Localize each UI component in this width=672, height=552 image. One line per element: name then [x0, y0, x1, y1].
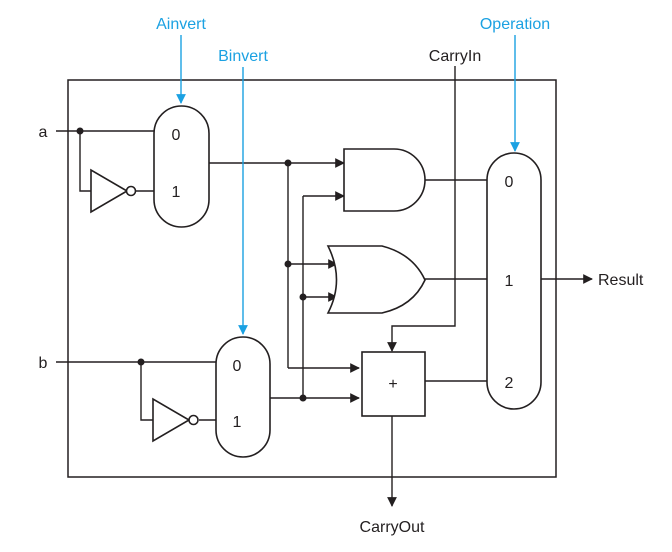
junction-dots: [76, 127, 307, 402]
and-gate: [343, 148, 426, 212]
mux-b-input-0-label: 0: [233, 358, 242, 375]
mux-op-input-2-label: 2: [505, 375, 514, 392]
adder: +: [361, 351, 426, 417]
ainvert-label: Ainvert: [156, 16, 206, 33]
binvert-label: Binvert: [218, 48, 268, 65]
input-b-label: b: [39, 355, 48, 372]
mux-a: 0 1: [153, 105, 210, 228]
mux-operation: 0 1 2: [486, 152, 542, 410]
mux-a-input-1-label: 1: [172, 184, 181, 201]
not-gate-a: [90, 168, 137, 214]
operation-label: Operation: [480, 16, 550, 33]
mux-b: 0 1: [215, 336, 271, 458]
not-gate-b: [152, 397, 199, 443]
input-a-label: a: [39, 124, 48, 141]
adder-symbol: +: [388, 376, 397, 393]
result-label: Result: [598, 272, 644, 289]
carry-in-label: CarryIn: [429, 48, 481, 65]
mux-op-input-0-label: 0: [505, 174, 514, 191]
mux-a-input-0-label: 0: [172, 127, 181, 144]
mux-b-input-1-label: 1: [233, 414, 242, 431]
carry-out-label: CarryOut: [360, 519, 425, 536]
or-gate: [326, 245, 426, 314]
mux-op-input-1-label: 1: [505, 273, 514, 290]
control-arrows: [176, 35, 520, 335]
